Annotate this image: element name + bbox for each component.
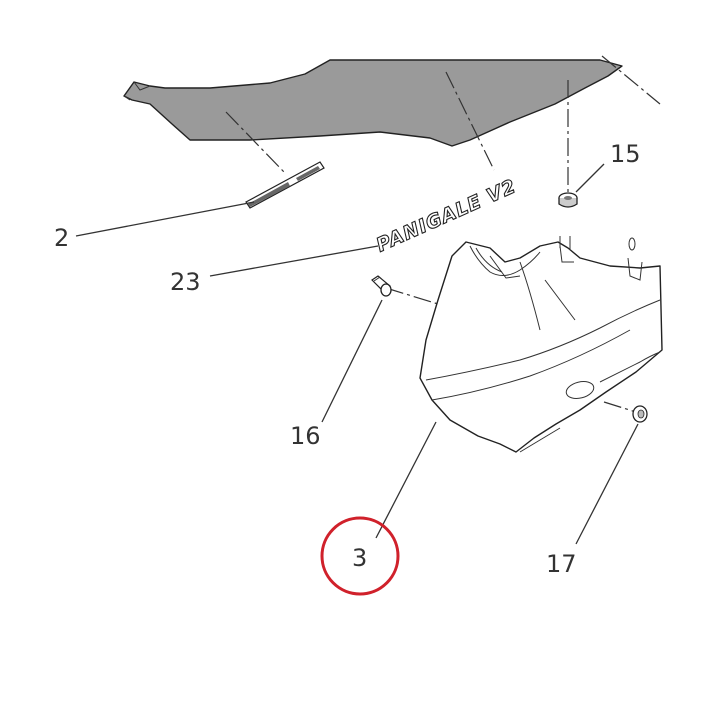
callout-16: 16 [290, 422, 321, 450]
screw-part-16 [371, 275, 392, 297]
callout-3: 3 [352, 544, 367, 572]
highlight-circle [320, 516, 400, 596]
lower-side-panel-part [419, 236, 663, 453]
assembly-axes [225, 55, 661, 413]
screw-part-17 [632, 405, 648, 423]
leader-lines [75, 163, 639, 545]
callout-15: 15 [610, 140, 641, 168]
decal-strip-part [245, 161, 325, 209]
model-decal-text: PANIGALE V2 [373, 175, 520, 256]
callout-labels: 2 23 15 16 3 17 [54, 140, 641, 578]
callout-23: 23 [170, 268, 201, 296]
callout-2: 2 [54, 224, 69, 252]
upper-fairing-panel [123, 59, 623, 147]
callout-17: 17 [546, 550, 577, 578]
grommet-part [558, 192, 578, 208]
model-decal-part: PANIGALE V2 [373, 175, 521, 258]
